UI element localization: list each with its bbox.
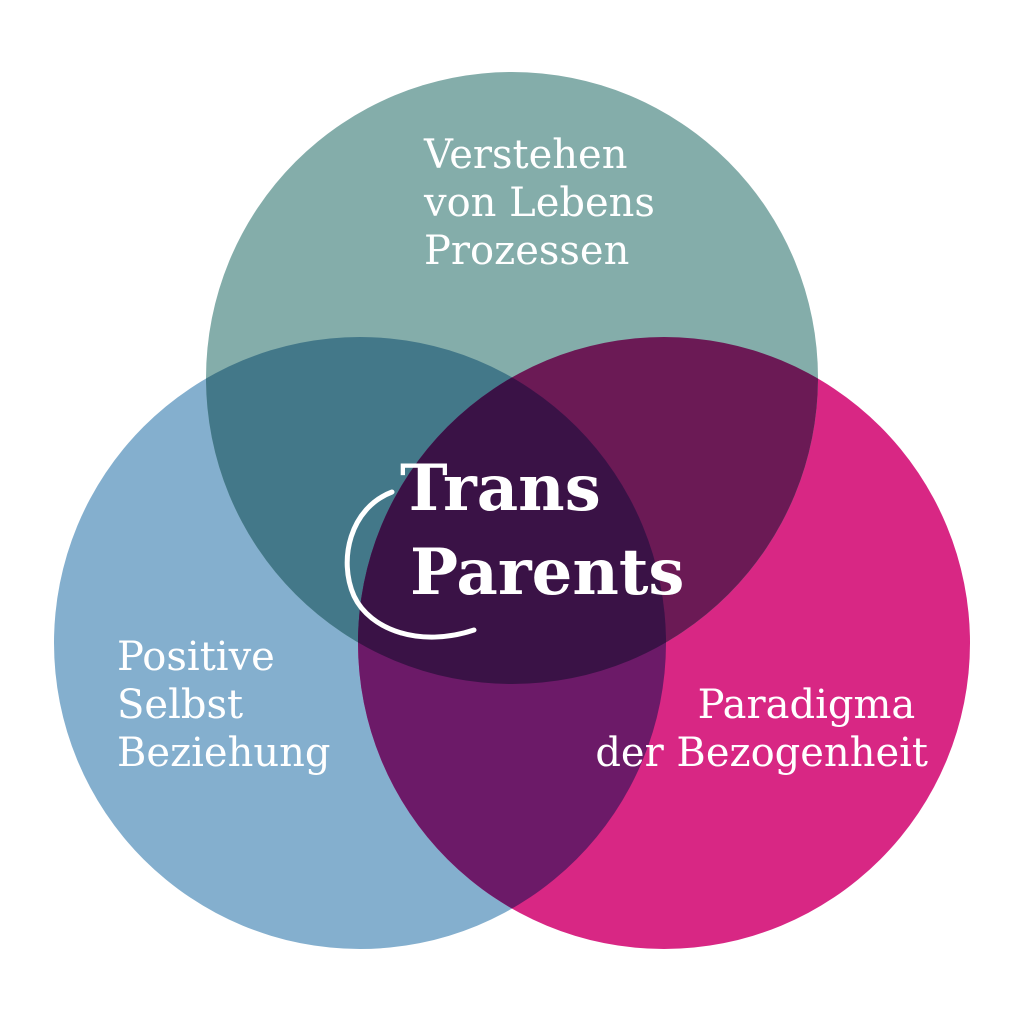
center-logo-arc <box>344 489 477 640</box>
right-circle-label: Paradigma der Bezogenheit <box>595 682 928 776</box>
right-label-line-2: der Bezogenheit <box>595 730 928 776</box>
left-circle-label: Positive Selbst Beziehung <box>117 634 331 776</box>
right-label-line-1: Paradigma <box>698 682 916 728</box>
center-title-line-2: Parents <box>410 535 684 610</box>
left-label-line-3: Beziehung <box>117 730 331 776</box>
left-label-line-2: Selbst <box>117 682 243 728</box>
center-title-line-1: Trans <box>400 451 601 526</box>
left-label-line-1: Positive <box>117 634 275 680</box>
center-title: Trans Parents <box>400 451 684 610</box>
top-label-line-1: Verstehen <box>423 132 627 178</box>
top-label-line-3: Prozessen <box>424 228 629 274</box>
top-circle-label: Verstehen von Lebens Prozessen <box>423 132 668 274</box>
top-label-line-2: von Lebens <box>423 180 655 226</box>
overlap-center <box>358 337 666 684</box>
